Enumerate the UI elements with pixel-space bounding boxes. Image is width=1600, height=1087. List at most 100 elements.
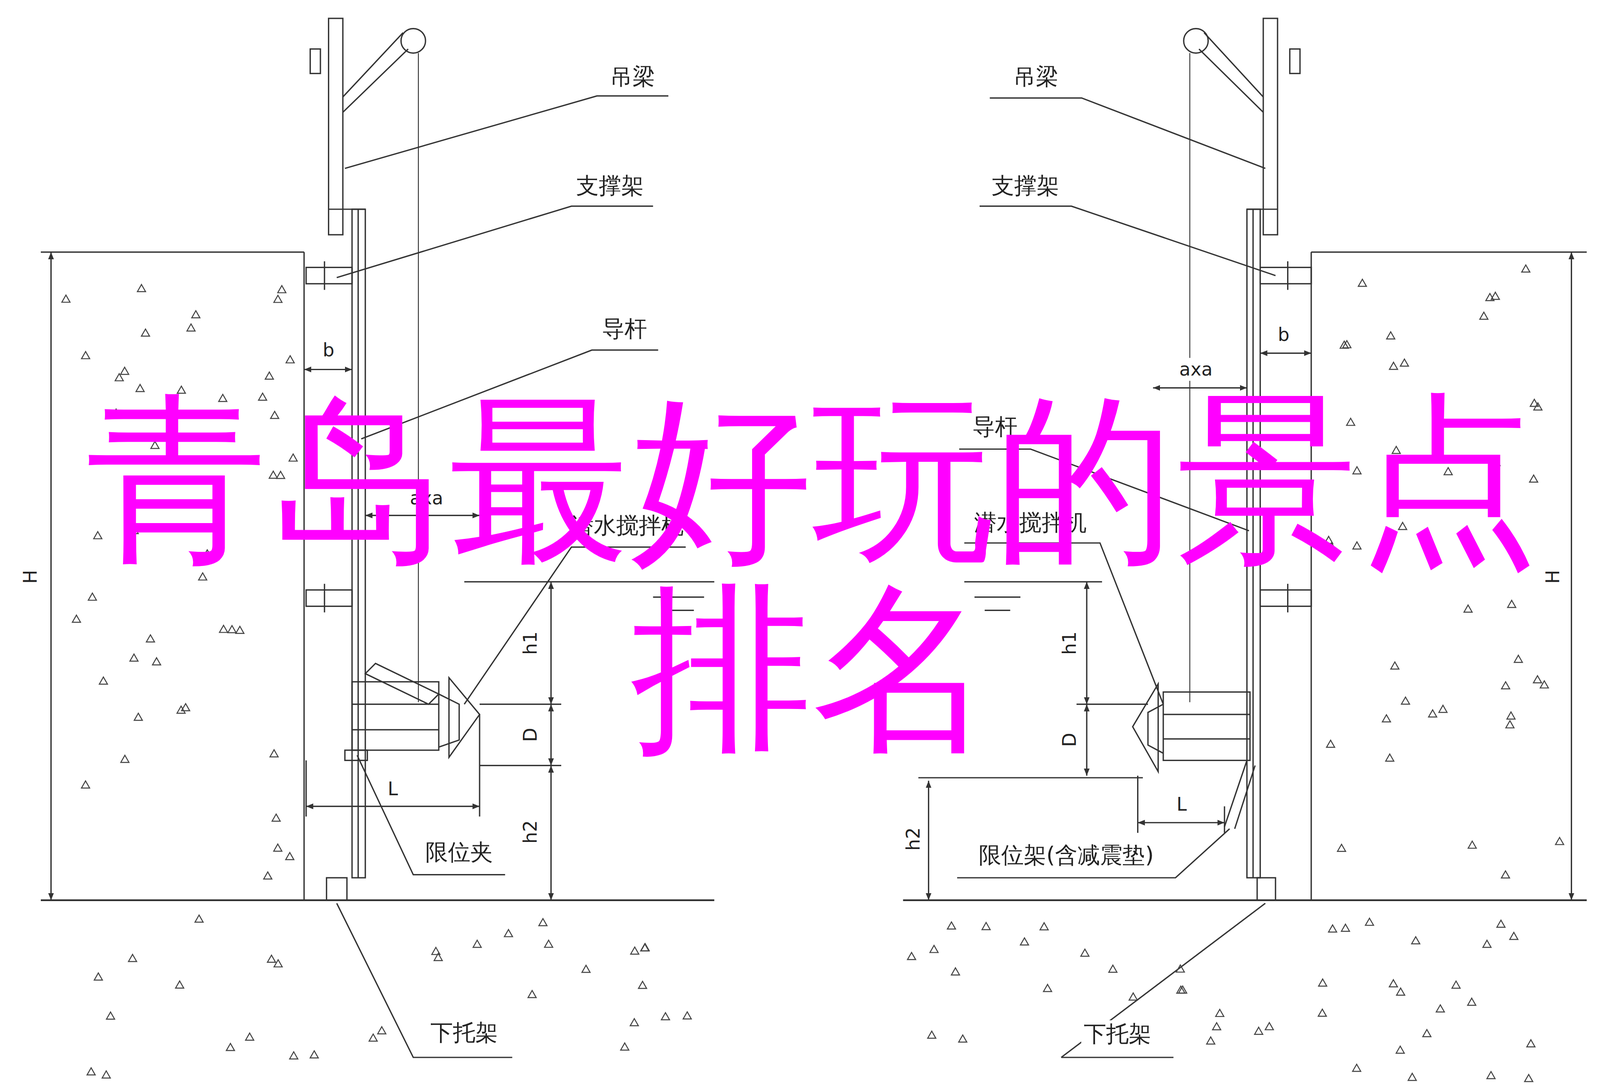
hatch-triangle — [661, 1012, 670, 1020]
hatch-triangle — [1396, 1045, 1405, 1053]
hatch-triangle — [1485, 293, 1495, 301]
hatch-triangle — [274, 959, 283, 967]
hatch-triangle — [1496, 920, 1505, 928]
part-label: b — [1275, 323, 1293, 347]
hatch-triangle — [620, 1042, 630, 1050]
hatch-triangle — [1555, 837, 1564, 845]
hatch-triangle — [130, 653, 139, 661]
part-label: 吊梁 — [1010, 62, 1061, 91]
hatch-triangle — [87, 1067, 96, 1075]
hatch-triangle — [1408, 1072, 1417, 1080]
dimension-label: h2 — [902, 824, 925, 853]
dimension-label: H — [19, 567, 43, 586]
hatch-triangle — [152, 657, 161, 665]
hatch-triangle — [630, 946, 640, 954]
hatch-triangle — [1514, 655, 1523, 663]
hatch-triangle — [1524, 1074, 1533, 1082]
hatch-triangle — [235, 626, 245, 634]
hatch-triangle — [1358, 279, 1367, 287]
hatch-triangle — [1365, 917, 1374, 925]
hatch-triangle — [1436, 1004, 1445, 1012]
hatch-triangle — [1526, 1039, 1535, 1047]
hatch-triangle — [1482, 940, 1492, 948]
hatch-triangle — [1385, 753, 1395, 761]
hatch-triangle — [1422, 1029, 1432, 1037]
dimension-label: D — [519, 725, 543, 745]
hatch-triangle — [1080, 948, 1090, 956]
hatch-triangle — [226, 1042, 235, 1050]
hatch-triangle — [951, 967, 960, 975]
hatch-triangle — [137, 284, 146, 292]
hatch-triangle — [1438, 705, 1448, 713]
hatch-triangle — [1411, 936, 1420, 944]
hatch-triangle — [982, 922, 991, 930]
part-label: L — [1174, 792, 1190, 816]
hatch-triangle — [273, 295, 283, 303]
dimension-label: h2 — [519, 817, 543, 846]
hatch-triangle — [1467, 997, 1476, 1005]
hatch-triangle — [146, 634, 155, 642]
hatch-triangle — [1265, 1022, 1274, 1030]
hatch-triangle — [1468, 840, 1477, 848]
hatch-triangle — [1386, 331, 1395, 339]
hatch-triangle — [134, 712, 143, 720]
structure — [40, 18, 1587, 1058]
hatch-triangle — [1215, 1009, 1225, 1017]
hatch-triangle — [1328, 924, 1337, 932]
hatch-triangle — [1389, 979, 1398, 987]
hatch-triangle — [191, 310, 200, 318]
hatch-triangle — [72, 615, 81, 623]
hatch-triangle — [277, 285, 287, 293]
part-label: axa — [1176, 357, 1215, 381]
hatch-triangle — [582, 965, 591, 973]
hatch-triangle — [947, 921, 956, 929]
hatch-triangle — [1318, 1008, 1327, 1016]
hatch-triangle — [640, 943, 650, 951]
hatch-triangle — [1382, 714, 1391, 722]
hatch-triangle — [102, 1070, 111, 1078]
hatch-triangle — [1020, 937, 1029, 945]
hatch-triangle — [61, 295, 70, 303]
hatch-triangle — [1352, 1063, 1361, 1071]
hatch-triangle — [310, 1050, 319, 1058]
hatch-triangle — [115, 373, 124, 381]
hatch-triangle — [683, 1011, 692, 1019]
part-label: 导杆 — [599, 314, 650, 343]
hatch-triangle — [120, 755, 130, 763]
hatch-triangle — [1533, 675, 1542, 683]
overlay-title: 青岛最好玩的景点 排名 — [62, 385, 1563, 764]
hatch-triangle — [227, 625, 237, 633]
dimension-label: h1 — [519, 628, 543, 658]
hatch-triangle — [128, 954, 137, 962]
hatch-triangle — [195, 914, 204, 922]
part-label: 下托架 — [427, 1018, 501, 1047]
part-label: 支撑架 — [573, 172, 647, 200]
part-label: 限位夹 — [422, 838, 496, 866]
hatch-triangle — [219, 625, 228, 633]
hatch-triangle — [1040, 922, 1049, 930]
hatch-triangle — [1501, 681, 1510, 689]
hatch-triangle — [1428, 709, 1438, 717]
hatch-triangle — [267, 955, 276, 963]
hatch-triangle — [141, 328, 150, 336]
hatch-triangle — [94, 972, 103, 980]
hatch-triangle — [187, 323, 196, 331]
hatch-triangle — [265, 372, 274, 380]
hatch-triangle — [504, 929, 513, 937]
hatch-triangle — [1326, 740, 1335, 748]
hatch-triangle — [285, 852, 295, 860]
hatch-triangle — [544, 940, 553, 948]
hatch-triangle — [1521, 265, 1530, 273]
hatch-triangle — [538, 918, 548, 926]
hatch-triangle — [1452, 980, 1461, 988]
hatch-triangle — [1501, 870, 1510, 878]
hatch-triangle — [1487, 1071, 1496, 1079]
hatch-triangle — [1509, 932, 1518, 940]
hatch-triangle — [1479, 312, 1488, 320]
hatch-triangle — [1507, 711, 1516, 719]
hatch-triangle — [1176, 964, 1185, 972]
hatch-triangle — [81, 351, 90, 359]
hatch-triangle — [958, 1034, 968, 1042]
hatch-triangle — [1318, 978, 1328, 986]
hatch-triangle — [1389, 362, 1398, 370]
